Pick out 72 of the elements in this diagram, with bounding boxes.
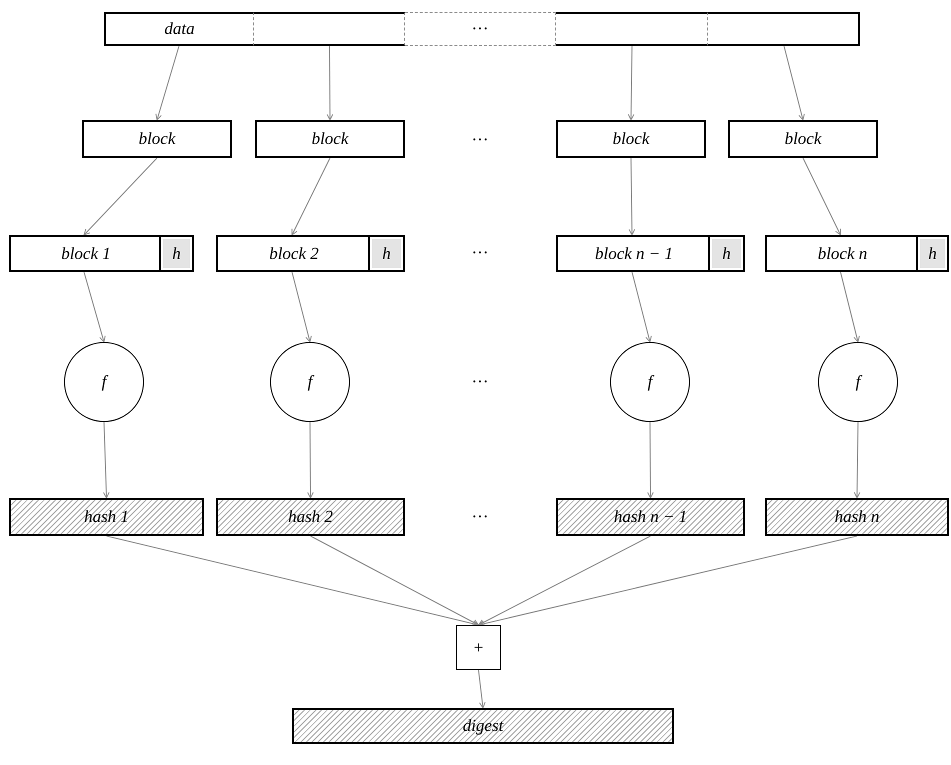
arrow xyxy=(326,46,334,120)
block-box xyxy=(216,235,405,272)
node-label: hash 2 xyxy=(288,507,333,527)
node-label: block xyxy=(784,129,822,149)
node-label: block n − 1 xyxy=(594,244,674,264)
arrow xyxy=(854,422,860,498)
node-label: hash 1 xyxy=(84,507,129,527)
data-segment xyxy=(405,12,556,46)
ellipsis-label: ··· xyxy=(472,130,488,150)
node-label: block xyxy=(612,129,650,149)
arrow xyxy=(84,158,158,236)
header-cell xyxy=(708,237,743,270)
header-cell xyxy=(368,237,403,270)
node-label: f xyxy=(648,372,652,392)
block-box xyxy=(556,235,745,272)
arrow xyxy=(292,272,312,342)
digest-box xyxy=(292,708,674,744)
node-label: block n xyxy=(816,244,868,264)
node-label: f xyxy=(308,372,312,392)
data-segment xyxy=(556,12,708,46)
ellipsis-label: ··· xyxy=(472,507,488,527)
block-box xyxy=(765,235,949,272)
hash-box xyxy=(216,498,405,536)
arrow xyxy=(106,536,479,627)
arrow xyxy=(478,536,858,627)
header-cell xyxy=(159,237,192,270)
arrow xyxy=(628,46,634,120)
arrow xyxy=(84,272,106,342)
node-label: hash n xyxy=(834,507,880,527)
arrow xyxy=(784,46,805,120)
header-cell xyxy=(916,237,947,270)
ellipsis-label: ··· xyxy=(472,372,488,392)
block-box xyxy=(728,120,878,158)
block-box xyxy=(9,235,194,272)
block-box xyxy=(82,120,232,158)
arrow xyxy=(802,158,842,236)
header-label: h xyxy=(172,244,181,264)
ellipsis-label: ··· xyxy=(472,243,488,263)
block-box xyxy=(556,120,706,158)
node-label: f xyxy=(856,372,860,392)
node-label: digest xyxy=(462,716,504,736)
arrow xyxy=(155,46,180,120)
data-segment xyxy=(254,12,405,46)
arrow xyxy=(632,272,652,342)
node-label: hash n − 1 xyxy=(614,507,688,527)
operator-label: + xyxy=(474,638,484,658)
sum-box xyxy=(456,625,501,670)
arrow xyxy=(478,536,651,626)
hash-box xyxy=(556,498,745,536)
node-label: block 1 xyxy=(60,244,112,264)
arrow xyxy=(292,158,330,236)
header-label: h xyxy=(722,244,731,264)
arrow xyxy=(103,422,110,498)
arrow xyxy=(478,670,486,708)
node-label: block xyxy=(138,129,176,149)
arrow xyxy=(628,158,636,236)
block-box xyxy=(255,120,405,158)
arrow xyxy=(307,422,314,498)
arrow xyxy=(310,536,479,626)
node-label: block 2 xyxy=(268,244,320,264)
arrow xyxy=(840,272,860,342)
header-label: h xyxy=(382,244,391,264)
hash-box xyxy=(765,498,949,536)
node-label: ··· xyxy=(472,19,488,39)
data-segment xyxy=(708,12,860,46)
arrow xyxy=(647,422,654,498)
header-label: h xyxy=(928,244,937,264)
hash-box xyxy=(9,498,204,536)
node-label: f xyxy=(102,372,106,392)
data-segment xyxy=(104,12,254,46)
node-label: data xyxy=(164,19,195,39)
node-label: block xyxy=(312,129,348,149)
